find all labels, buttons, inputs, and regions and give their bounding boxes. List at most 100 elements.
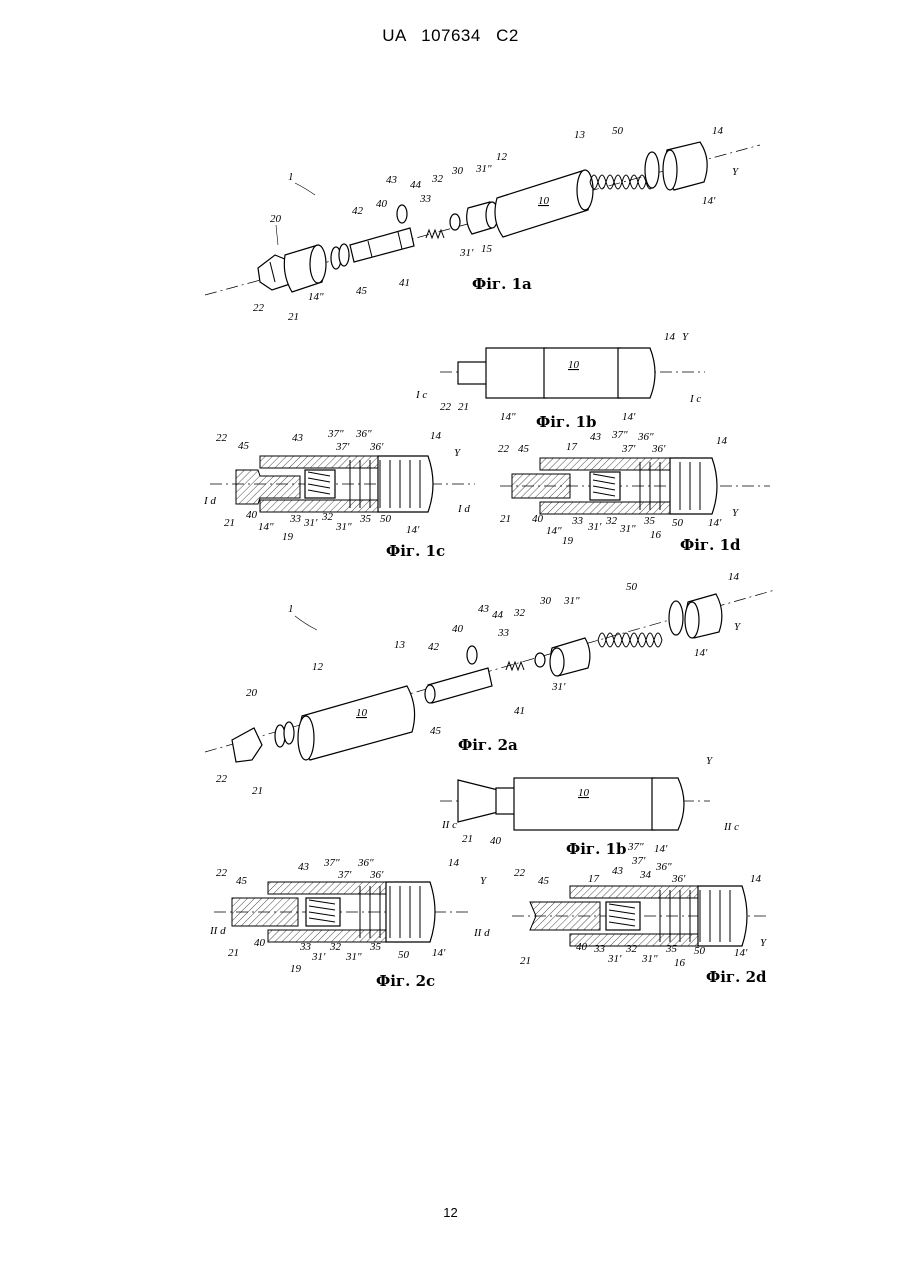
figure-caption: Фіг. 2c (376, 972, 435, 990)
label: 14 (430, 430, 442, 442)
label: 37' (621, 443, 636, 455)
label: Y (732, 166, 740, 178)
label: 33 (289, 513, 302, 525)
label: 50 (672, 517, 684, 529)
label: 36' (671, 873, 686, 885)
label: 19 (562, 535, 574, 547)
label: 50 (694, 945, 706, 957)
label: 36' (369, 869, 384, 881)
label: I c (415, 389, 427, 401)
label: 31' (459, 247, 474, 259)
label: 45 (236, 875, 248, 887)
label: 35 (665, 943, 678, 955)
label: 14' (702, 195, 716, 207)
label: 1 (288, 603, 294, 615)
label: 16 (674, 957, 686, 969)
label: 40 (576, 941, 588, 953)
label: 43 (292, 432, 304, 444)
label: 10 (568, 359, 580, 371)
label: 42 (352, 205, 364, 217)
label: II c (723, 821, 739, 833)
label: 50 (380, 513, 392, 525)
label: 31' (551, 681, 566, 693)
figure-caption: Фіг. 1b (566, 840, 627, 858)
label: 36" (655, 861, 672, 873)
label: 40 (376, 198, 388, 210)
label: 37" (327, 428, 344, 440)
figure-caption: Фіг. 1d (680, 536, 741, 554)
label: 33 (299, 941, 312, 953)
label: 21 (224, 517, 235, 529)
label: II c (441, 819, 457, 831)
figure-caption: Фіг. 1c (386, 542, 445, 560)
page-number: 12 (0, 1205, 901, 1220)
label: 36" (637, 431, 654, 443)
label: Y (454, 447, 462, 459)
label: 50 (626, 581, 638, 593)
label: 35 (359, 513, 372, 525)
label: 21 (458, 401, 469, 413)
label: 40 (490, 835, 502, 847)
label: 37' (631, 855, 646, 867)
label: I d (203, 495, 216, 507)
label: 50 (398, 949, 410, 961)
figure-2a: 1 13 12 20 10 22 21 42 45 40 43 44 33 32… (205, 571, 775, 797)
label: 21 (228, 947, 239, 959)
label: 14" (546, 525, 562, 537)
label: 31" (619, 523, 636, 535)
label: 37' (335, 441, 350, 453)
label: 45 (356, 285, 368, 297)
label: 14 (750, 873, 762, 885)
label: II d (209, 925, 226, 937)
label: 45 (238, 440, 250, 452)
label: 22 (216, 432, 228, 444)
label: 31' (311, 951, 326, 963)
label: 13 (394, 639, 406, 651)
label: 22 (440, 401, 452, 413)
label: Y (706, 755, 714, 767)
figure-1d: 22 45 17 43 37" 37' 36" 36' 14 21 40 14"… (498, 429, 770, 554)
label: 43 (298, 861, 310, 873)
label: 37" (611, 429, 628, 441)
label: I d (457, 503, 470, 515)
label: 19 (282, 531, 294, 543)
label: 14' (654, 843, 668, 855)
label: 21 (520, 955, 531, 967)
label: 14 (712, 125, 724, 137)
label: 33 (593, 943, 606, 955)
label: 40 (452, 623, 464, 635)
label: Y (732, 507, 740, 519)
label: 14' (694, 647, 708, 659)
label: 50 (612, 125, 624, 137)
label: 35 (369, 941, 382, 953)
label: 10 (578, 787, 590, 799)
label: 31" (335, 521, 352, 533)
label: Y (682, 331, 690, 343)
label: 32 (431, 173, 444, 185)
label: 45 (518, 443, 530, 455)
label: 43 (590, 431, 602, 443)
label: 31' (303, 517, 318, 529)
label: 10 (356, 707, 368, 719)
label: 10 (538, 195, 550, 207)
label: 33 (571, 515, 584, 527)
label: Y (734, 621, 742, 633)
label: 41 (399, 277, 410, 289)
label: 33 (419, 193, 432, 205)
label: 43 (478, 603, 490, 615)
figure-2c: 22 45 43 37" 37' 36" 36' 14 Y II d II d … (209, 857, 490, 990)
label: 40 (254, 937, 266, 949)
label: 20 (246, 687, 258, 699)
label: Y (760, 937, 768, 949)
label: 32 (321, 511, 334, 523)
label: 12 (312, 661, 324, 673)
label: 44 (492, 609, 504, 621)
label: 30 (539, 595, 552, 607)
label: 14' (622, 411, 636, 423)
label: 14 (664, 331, 676, 343)
label: 1 (288, 171, 294, 183)
label: 35 (643, 515, 656, 527)
label: 30 (451, 165, 464, 177)
figure-caption: Фіг. 2d (706, 968, 767, 986)
